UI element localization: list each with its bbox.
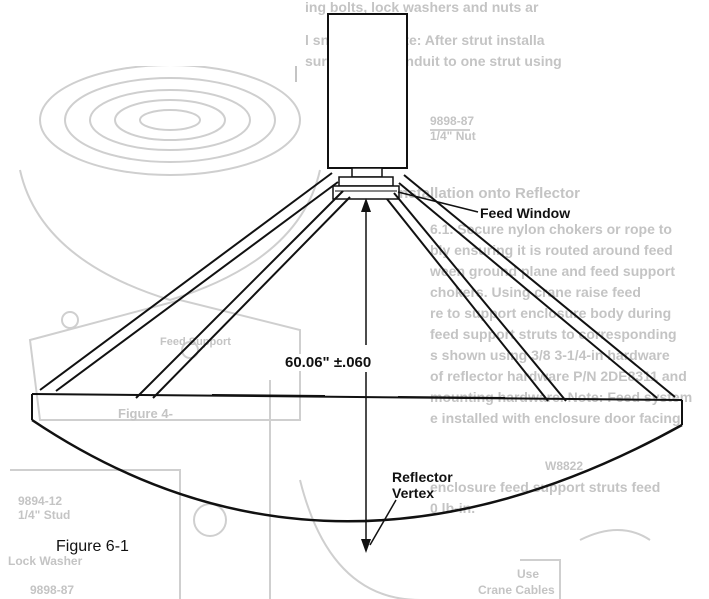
bleed-text-line: ween ground plane and feed support — [429, 263, 675, 279]
bleed-text-line: of reflector hardware P/N 2DE8311 and — [430, 368, 687, 384]
bleed-text-line: Figure 4- — [118, 406, 173, 421]
center-line-left — [211, 394, 326, 397]
reflector-vertex-label-line1: Reflector — [392, 469, 453, 485]
feed-neck — [351, 167, 383, 178]
bleed-text-line: s shown using 3/8 3-1/4-in hardware — [430, 347, 670, 363]
bleed-text-line: re to support enclosure body during — [430, 305, 671, 321]
bleed-text-line: chokers. Using crane raise feed — [430, 284, 641, 300]
bleed-text-line: 6.1. Secure nylon chokers or rope to — [430, 221, 672, 237]
vertex-leader — [369, 499, 397, 546]
bleed-text-line: Installation onto Reflector — [395, 185, 580, 202]
reflector-vertex-label-line2: Vertex — [392, 485, 435, 501]
reflector-dish — [31, 393, 683, 523]
figure-caption: Figure 6-1 — [56, 538, 129, 555]
bleed-text-line: Feed Support — [160, 336, 231, 348]
bleed-text-line: Use — [517, 567, 539, 581]
bleed-text-line: feed support struts to corresponding — [430, 326, 677, 342]
dimension-line — [361, 198, 371, 553]
feed-window-label: Feed Window — [480, 205, 571, 221]
feed-window — [338, 176, 394, 187]
bleed-through-artwork: ing bolts, lock washers and nuts ar l sn… — [8, 0, 692, 599]
bleed-text-line: Crane Cables — [478, 583, 555, 597]
support-struts — [39, 172, 676, 402]
center-line-right — [397, 396, 506, 399]
bleed-text-line: mounting hardware. Note: Feed system — [430, 389, 692, 405]
bleed-text-line: 1/4" Nut — [430, 129, 476, 143]
bleed-text-line: 9898-87 — [30, 583, 74, 597]
bleed-text-line: Lock Washer — [8, 554, 83, 568]
bleed-text-line: 9898-87 — [430, 114, 474, 128]
focal-distance-label: 60.06" ±.060 — [283, 354, 374, 371]
feed-window-leader — [397, 191, 479, 213]
feed-enclosure — [327, 13, 408, 169]
bleed-text-line: e installed with enclosure door facing — [430, 410, 681, 426]
bleed-text-line: W8822 — [545, 459, 583, 473]
bleed-text-line: ing bolts, lock washers and nuts ar — [305, 0, 539, 15]
bleed-text-line: 9894-12 — [18, 494, 62, 508]
bleed-text-line: 1/4" Stud — [18, 508, 70, 522]
bleed-text-line: bly ensuring it is routed around feed — [430, 242, 673, 258]
upper-left-blank-panel — [0, 0, 296, 66]
